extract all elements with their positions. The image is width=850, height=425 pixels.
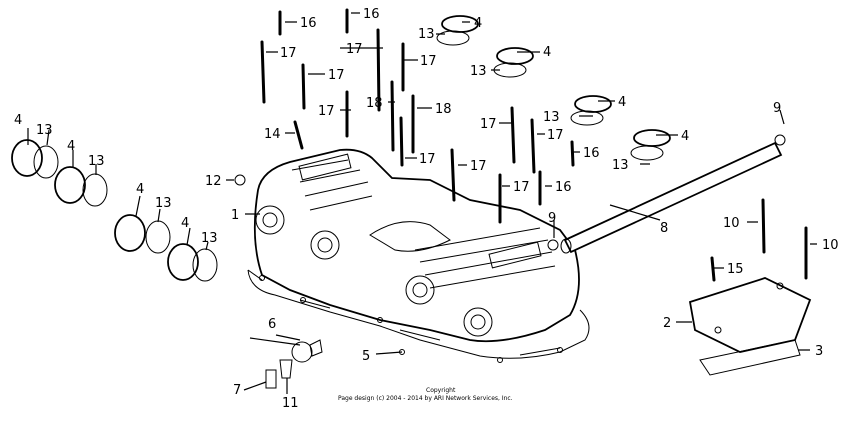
- callout-label: 5: [362, 349, 370, 364]
- callout-label: 17: [547, 128, 564, 143]
- callout-label: 4: [618, 95, 626, 110]
- callout-label: 4: [474, 16, 482, 31]
- callout-label: 17: [419, 152, 436, 167]
- callout-label: 4: [136, 182, 144, 197]
- callout-label: 4: [14, 113, 22, 128]
- callout-label: 13: [418, 27, 435, 42]
- callout-labels: 16 16 4 13 17 17 17 4 13 17 17 18 18 4 9…: [14, 7, 839, 411]
- callout-label: 3: [815, 344, 823, 359]
- callout-label: 8: [660, 221, 668, 236]
- caps-and-orings: [11, 15, 671, 282]
- callout-label: 17: [420, 54, 437, 69]
- callout-label: 17: [318, 104, 335, 119]
- breather-cover-part-2: [688, 277, 812, 376]
- callout-label: 4: [681, 129, 689, 144]
- callout-label: 13: [155, 196, 172, 211]
- callout-label: 15: [727, 262, 744, 277]
- callout-label: 4: [67, 139, 75, 154]
- copyright-line-1: Copyright: [426, 387, 456, 394]
- copyright-line-2: Page design (c) 2004 - 2014 by ARI Netwo…: [338, 395, 513, 402]
- callout-label: 17: [346, 42, 363, 57]
- callout-label: 13: [543, 110, 560, 125]
- callout-label: 11: [282, 396, 299, 411]
- callout-label: 1: [231, 208, 239, 223]
- callout-label: 9: [548, 211, 556, 226]
- callout-label: 9: [773, 101, 781, 116]
- callout-label: 17: [328, 68, 345, 83]
- callout-label: 10: [723, 216, 740, 231]
- callout-label: 17: [480, 117, 497, 132]
- breather-hose-part-8: [547, 134, 786, 254]
- callout-label: 6: [268, 317, 276, 332]
- callout-label: 2: [663, 316, 671, 331]
- callout-label: 13: [470, 64, 487, 79]
- bolts: [260, 8, 808, 282]
- callout-label: 10: [822, 238, 839, 253]
- callout-label: 16: [300, 16, 317, 31]
- callout-label: 12: [205, 174, 222, 189]
- callout-label: 18: [435, 102, 452, 117]
- callout-label: 13: [88, 154, 105, 169]
- callout-label: 13: [36, 123, 53, 138]
- callout-label: 13: [612, 158, 629, 173]
- callout-label: 16: [363, 7, 380, 22]
- callout-label: 17: [280, 46, 297, 61]
- callout-label: 18: [366, 96, 383, 111]
- callout-label: 4: [543, 45, 551, 60]
- callout-label: 7: [233, 383, 241, 398]
- callout-label: 16: [555, 180, 572, 195]
- callout-label: 4: [181, 216, 189, 231]
- head-cover-part-1: [253, 148, 580, 343]
- callout-label: 14: [264, 127, 281, 142]
- gasket-part-5: [247, 269, 590, 359]
- callout-label: 13: [201, 231, 218, 246]
- callout-label: 17: [513, 180, 530, 195]
- callout-label: 16: [583, 146, 600, 161]
- small-parts: [234, 174, 323, 389]
- leader-lines: [27, 12, 817, 394]
- callout-label: 17: [470, 159, 487, 174]
